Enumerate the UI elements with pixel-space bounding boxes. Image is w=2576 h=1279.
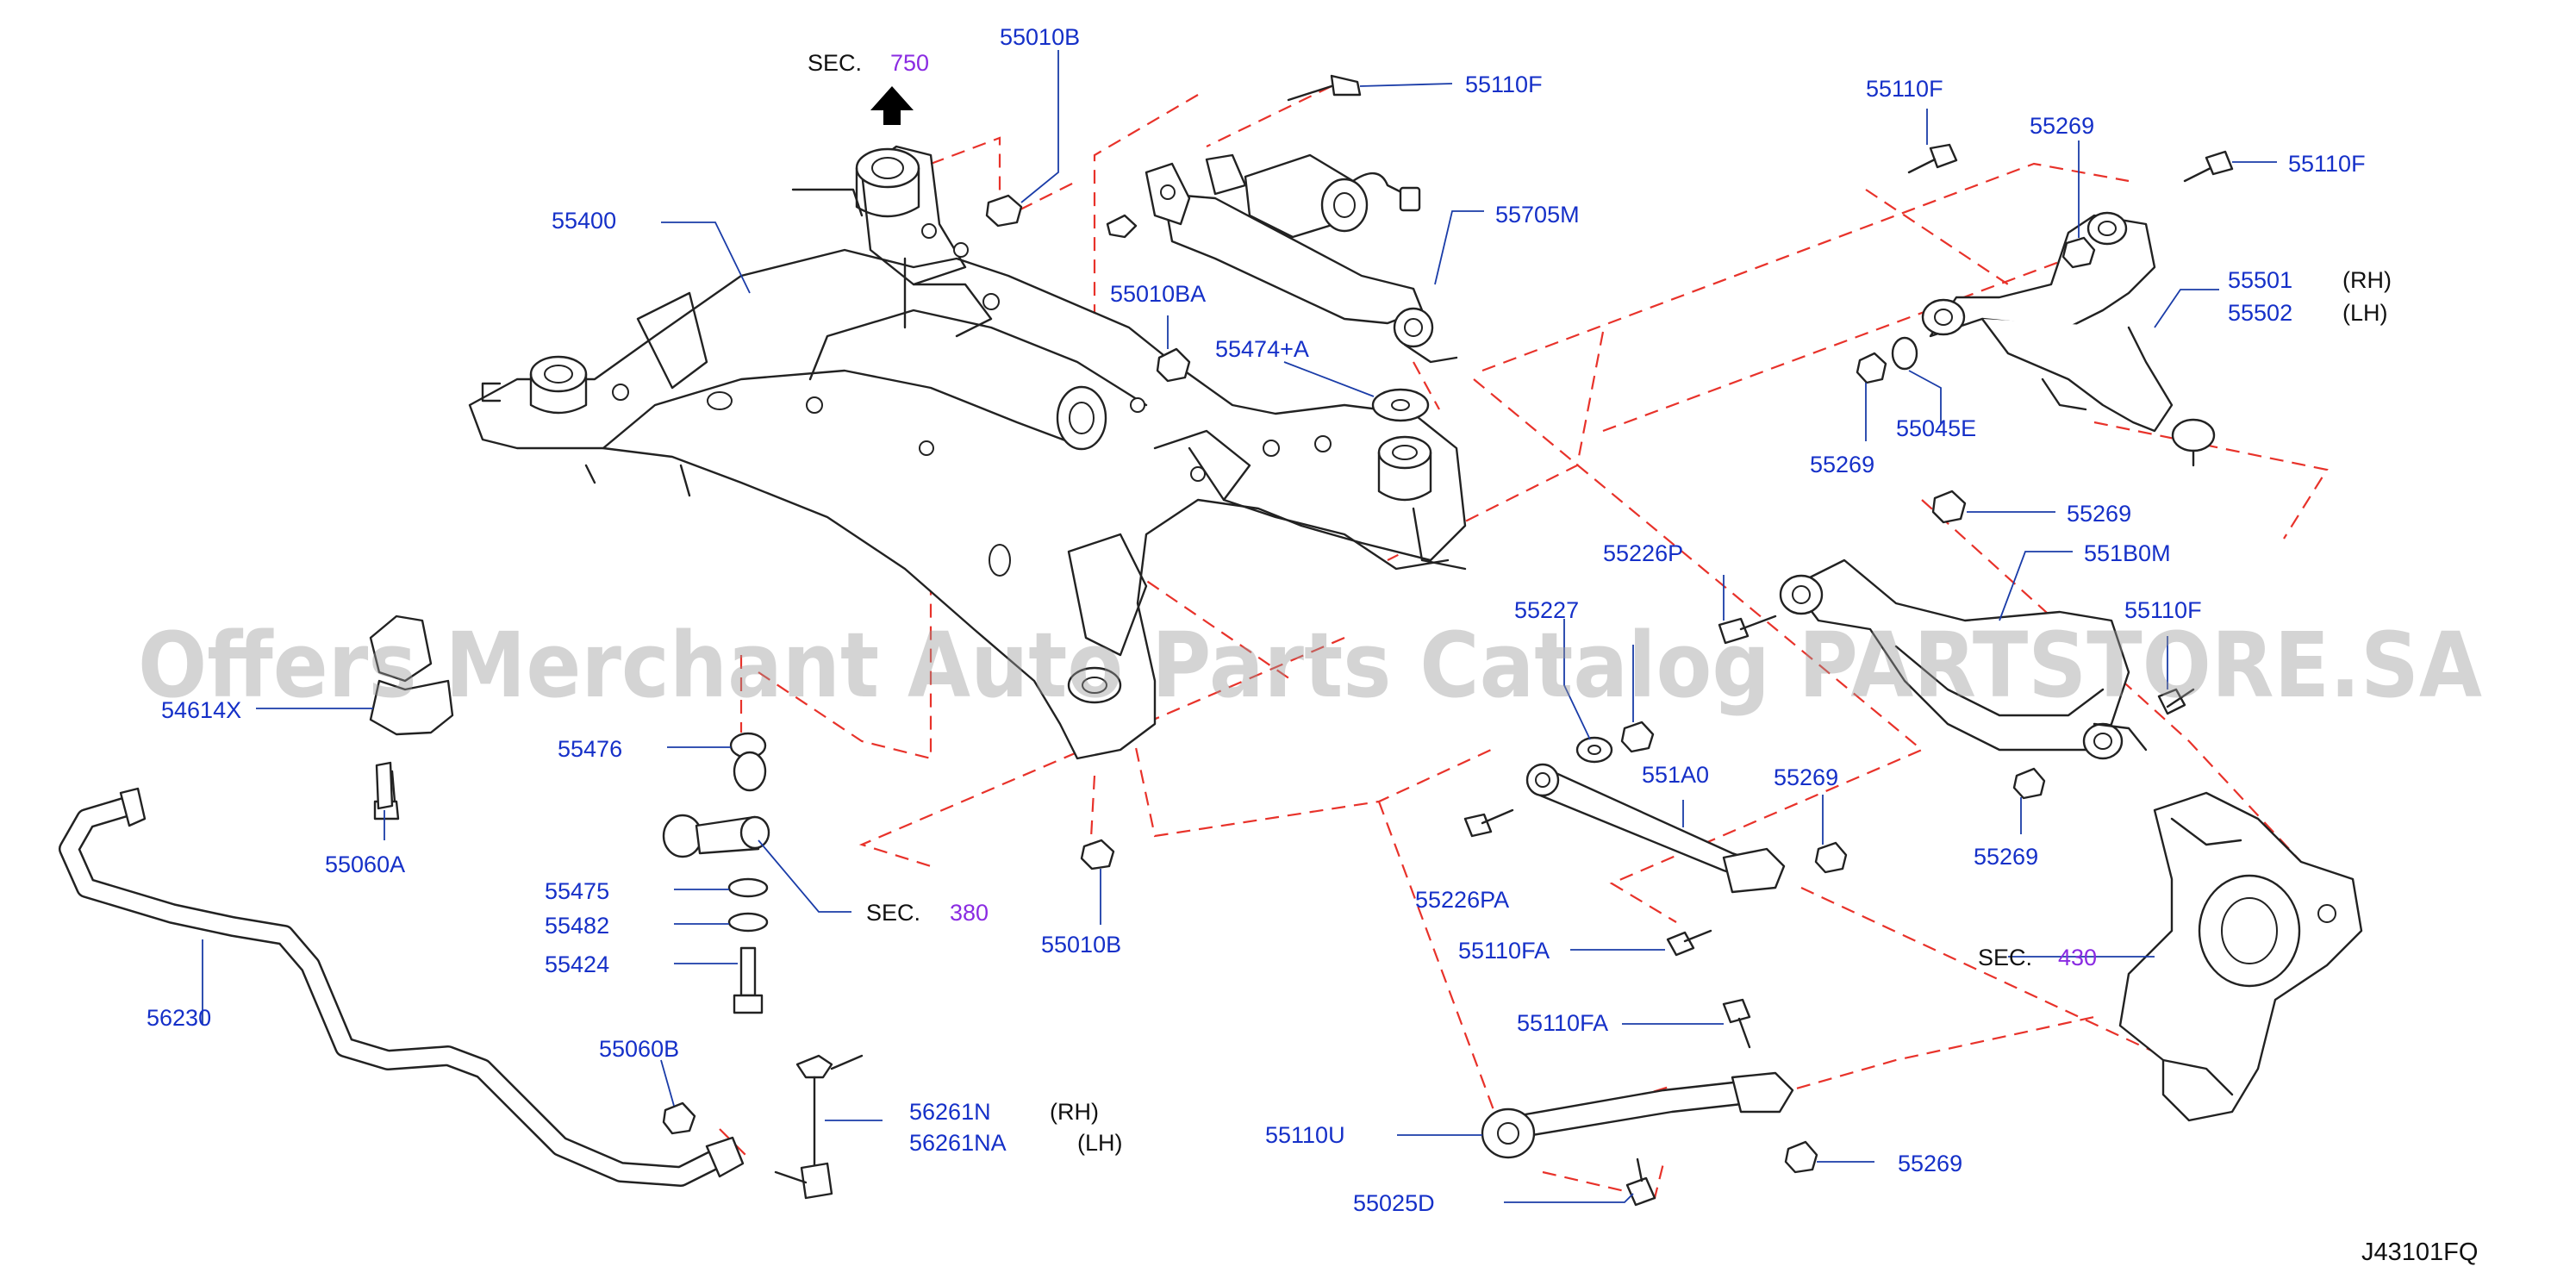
part-55110FA-2[interactable]: 55110FA — [1517, 1010, 1608, 1036]
part-55501[interactable]: 55501 — [2228, 267, 2292, 293]
part-54614X[interactable]: 54614X — [161, 697, 241, 723]
part-55269-b[interactable]: 55269 — [1898, 1151, 1962, 1176]
part-55269-r1[interactable]: 55269 — [2030, 113, 2094, 139]
diagram-id: J43101FQ — [2361, 1238, 2478, 1266]
part-551A0[interactable]: 551A0 — [1642, 762, 1709, 788]
part-55226P[interactable]: 55226P — [1603, 540, 1683, 566]
sec380-number[interactable]: 380 — [950, 900, 989, 926]
part-55110FA-1[interactable]: 55110FA — [1458, 938, 1550, 964]
part-55269-r4[interactable]: 55269 — [1974, 844, 2038, 870]
part-55110F-r3[interactable]: 55110F — [2124, 597, 2202, 623]
part-55110F-top[interactable]: 55110F — [1465, 72, 1543, 97]
sec430-number[interactable]: 430 — [2058, 945, 2097, 970]
part-55502[interactable]: 55502 — [2228, 300, 2292, 326]
part-55025D[interactable]: 55025D — [1353, 1190, 1435, 1216]
section-arrow-icon — [870, 86, 914, 125]
rh-note-2: (RH) — [1050, 1099, 1099, 1125]
part-55110F-r2[interactable]: 55110F — [2288, 151, 2366, 177]
part-55227[interactable]: 55227 — [1514, 597, 1579, 623]
hardware — [369, 74, 2234, 1207]
sec750-number[interactable]: 750 — [890, 50, 929, 76]
stabilizer-bar — [59, 787, 745, 1187]
part-56230[interactable]: 56230 — [147, 1005, 211, 1031]
rear-actuator-assembly — [1106, 153, 1458, 364]
rh-note-1: (RH) — [2342, 267, 2392, 293]
sec380-prefix: SEC. — [866, 900, 920, 926]
part-55269-m1[interactable]: 55269 — [1774, 764, 1838, 790]
labels: SEC. 750 55010B 55110F 55400 55705M 5501… — [147, 24, 2478, 1266]
lateral-link — [1525, 763, 1786, 894]
part-55226PA[interactable]: 55226PA — [1415, 887, 1509, 913]
part-55269-r2[interactable]: 55269 — [1810, 452, 1874, 477]
part-55010BA[interactable]: 55010BA — [1110, 281, 1206, 307]
part-55010B-top[interactable]: 55010B — [1000, 24, 1080, 50]
part-55705M[interactable]: 55705M — [1495, 202, 1580, 228]
sec750-prefix: SEC. — [808, 50, 862, 76]
rear-suspension-member — [468, 145, 1467, 760]
part-56261NA[interactable]: 56261NA — [909, 1130, 1007, 1156]
upper-link — [1921, 211, 2216, 467]
part-55476[interactable]: 55476 — [558, 736, 622, 762]
part-55474A[interactable]: 55474+A — [1215, 336, 1309, 362]
part-55269-r3[interactable]: 55269 — [2067, 501, 2131, 527]
part-55110F-r1[interactable]: 55110F — [1866, 76, 1943, 102]
part-551B0M[interactable]: 551B0M — [2084, 540, 2171, 566]
rear-knuckle — [2118, 791, 2363, 1122]
part-55424[interactable]: 55424 — [545, 951, 609, 977]
lh-note-2: (LH) — [1077, 1130, 1123, 1156]
part-55060B[interactable]: 55060B — [599, 1036, 679, 1062]
part-55110U[interactable]: 55110U — [1265, 1122, 1345, 1148]
part-55400[interactable]: 55400 — [552, 208, 616, 234]
lh-note-1: (LH) — [2342, 300, 2388, 326]
part-55060A[interactable]: 55060A — [325, 852, 405, 877]
leader-lines — [202, 50, 2277, 1203]
part-55482[interactable]: 55482 — [545, 913, 609, 939]
lower-arm — [1779, 558, 2148, 760]
part-55010B-bottom[interactable]: 55010B — [1041, 932, 1121, 958]
trailing-link — [1481, 1071, 1794, 1159]
part-55475[interactable]: 55475 — [545, 878, 609, 904]
part-55045E[interactable]: 55045E — [1896, 415, 1976, 441]
watermark-text: Offers Merchant Auto Parts Catalog PARTS… — [138, 613, 2482, 718]
part-56261N[interactable]: 56261N — [909, 1099, 991, 1125]
sec430-prefix: SEC. — [1978, 945, 2032, 970]
